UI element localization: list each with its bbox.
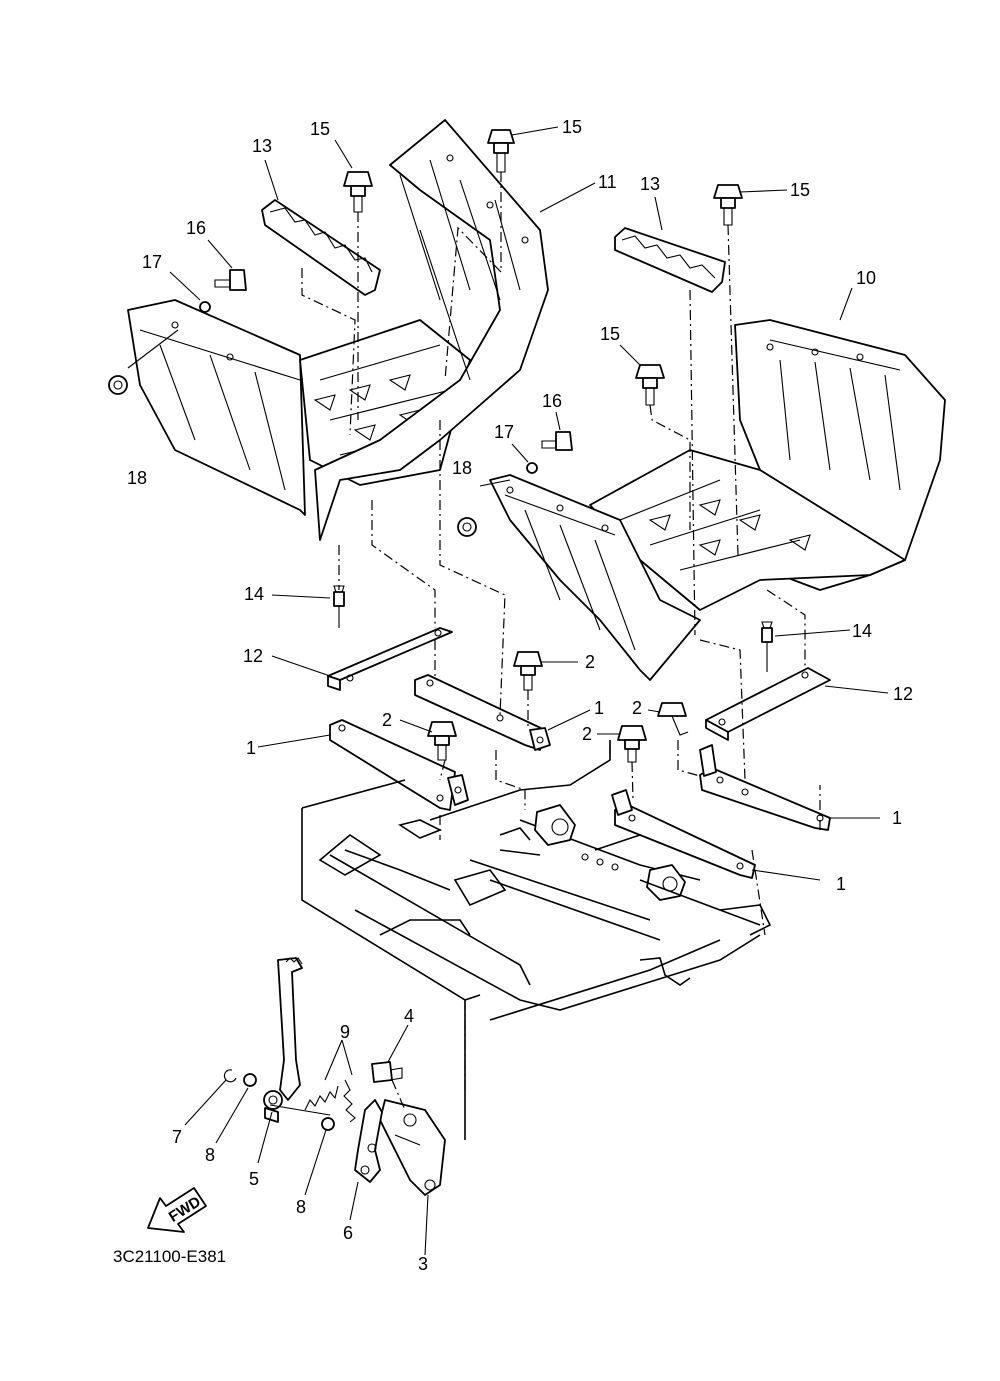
bolt-2-d bbox=[617, 725, 647, 763]
callout-1: 1 bbox=[892, 808, 902, 828]
left-footrest bbox=[127, 119, 549, 541]
bracket-1-upper-left bbox=[414, 674, 551, 751]
bracket-1-lower-left bbox=[329, 719, 469, 811]
callout-6: 6 bbox=[343, 1223, 353, 1243]
callout-18: 18 bbox=[127, 468, 147, 488]
nut-18-a bbox=[108, 375, 128, 395]
callout-11: 11 bbox=[598, 172, 617, 192]
callout-16: 16 bbox=[186, 218, 206, 238]
alignment-lines bbox=[301, 172, 821, 1111]
bolt-15-a bbox=[343, 171, 373, 213]
callout-16: 16 bbox=[542, 391, 562, 411]
callout-1: 1 bbox=[836, 874, 846, 894]
spring-9-a bbox=[304, 1085, 339, 1111]
bolt-15-b bbox=[487, 129, 515, 173]
rivet-14-b bbox=[761, 621, 773, 672]
callout-7: 7 bbox=[172, 1127, 182, 1147]
bolt-16-a bbox=[214, 269, 247, 291]
callout-8: 8 bbox=[296, 1197, 306, 1217]
callout-15: 15 bbox=[310, 119, 330, 139]
callout-17: 17 bbox=[142, 252, 162, 272]
callout-18: 18 bbox=[452, 458, 472, 478]
callout-2: 2 bbox=[382, 710, 392, 730]
diagram-code: 3C21100-E381 bbox=[113, 1247, 226, 1266]
clip-7 bbox=[223, 1069, 237, 1083]
lever-3 bbox=[379, 1099, 446, 1196]
fwd-arrow-icon: FWD bbox=[147, 1187, 207, 1233]
spring-9-b bbox=[343, 1079, 356, 1123]
callout-17: 17 bbox=[494, 422, 514, 442]
callout-15: 15 bbox=[790, 180, 810, 200]
callout-13: 13 bbox=[252, 136, 272, 156]
bracket-1-right-lower bbox=[611, 789, 756, 879]
callout-14: 14 bbox=[244, 584, 264, 604]
callout-8: 8 bbox=[205, 1145, 215, 1165]
callout-10: 10 bbox=[856, 268, 876, 288]
foot-peg-left bbox=[261, 199, 381, 296]
bolt-15-c bbox=[713, 184, 743, 226]
washer-17-b bbox=[526, 462, 538, 474]
callout-2: 2 bbox=[582, 724, 592, 744]
bolt-2-c bbox=[657, 702, 689, 736]
rivet-14-a bbox=[333, 585, 345, 628]
washer-17-a bbox=[199, 301, 211, 313]
plate-12-right bbox=[705, 667, 831, 741]
callout-2: 2 bbox=[585, 652, 595, 672]
bolt-2-a bbox=[513, 651, 543, 691]
callout-12: 12 bbox=[893, 684, 913, 704]
callout-9: 9 bbox=[340, 1022, 350, 1042]
leader-lines bbox=[127, 126, 889, 1256]
callout-4: 4 bbox=[404, 1006, 414, 1026]
callout-1: 1 bbox=[594, 698, 604, 718]
bolt-4 bbox=[371, 1061, 403, 1083]
foot-peg-right bbox=[614, 227, 726, 293]
callout-14: 14 bbox=[852, 621, 872, 641]
washer-8-b bbox=[321, 1117, 335, 1131]
callouts: 15 13 15 11 13 15 16 17 10 18 15 16 17 1… bbox=[127, 117, 913, 1274]
bolt-2-b bbox=[427, 721, 457, 761]
bolt-15-d bbox=[635, 364, 665, 406]
washer-8-a bbox=[243, 1073, 257, 1087]
nut-18-b bbox=[457, 517, 477, 537]
lever-6 bbox=[354, 1099, 383, 1183]
frame bbox=[301, 740, 772, 1140]
callout-3: 3 bbox=[418, 1254, 428, 1274]
callout-2: 2 bbox=[632, 698, 642, 718]
bracket-1-right-upper bbox=[699, 744, 831, 831]
callout-1: 1 bbox=[246, 738, 256, 758]
plate-12-left bbox=[327, 627, 453, 691]
callout-15: 15 bbox=[600, 324, 620, 344]
callout-5: 5 bbox=[249, 1169, 259, 1189]
callout-13: 13 bbox=[640, 174, 660, 194]
bolt-16-b bbox=[541, 431, 573, 451]
right-footrest bbox=[489, 319, 946, 681]
brake-pedal bbox=[263, 957, 331, 1123]
callout-12: 12 bbox=[243, 646, 263, 666]
callout-15: 15 bbox=[562, 117, 582, 137]
